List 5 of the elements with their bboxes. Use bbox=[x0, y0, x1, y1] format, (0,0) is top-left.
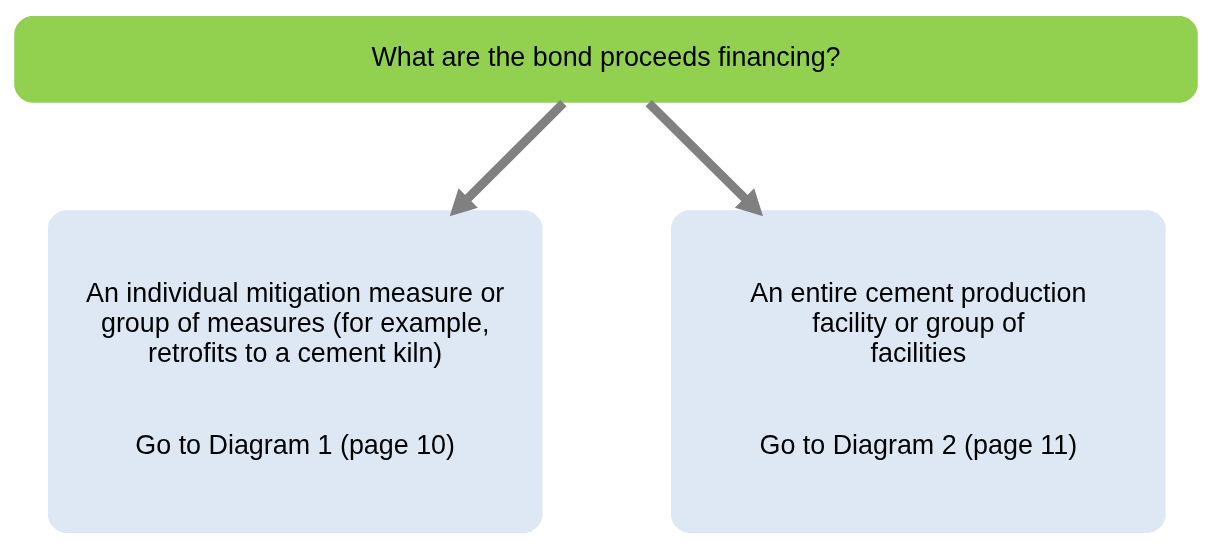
node-box: An individual mitigation measure or group of measures (for example, retrofits to a cement kiln) Go to Diagram 1 (page 10) bbox=[47, 210, 543, 533]
arrow bbox=[645, 100, 764, 217]
arrow bbox=[449, 100, 567, 217]
node-box: An entire cement production facility or group of facilities Go to Diagram 2 (page 11) bbox=[671, 210, 1166, 533]
node-box: What are the bond proceeds financing? bbox=[14, 16, 1198, 103]
